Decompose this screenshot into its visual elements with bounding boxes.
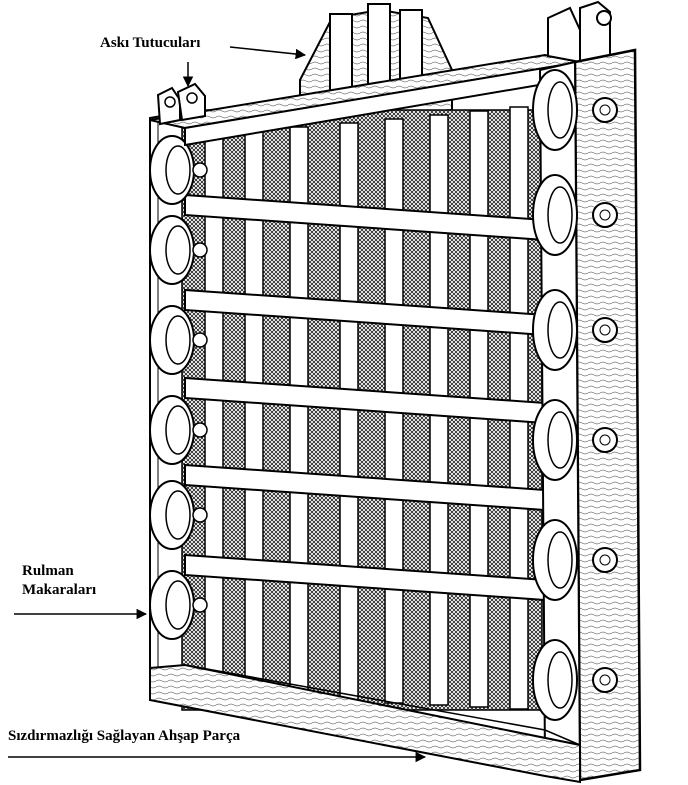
axle-bolt-icon [192,597,208,613]
axle-bolt-center [599,434,611,446]
axle-bolt-icon [192,332,208,348]
label-bearing-rollers-1: Rulman [22,563,74,579]
bearing-roller-hub [165,315,191,365]
left-bearing-rollers [149,135,208,640]
label-bearing-rollers-2: Makaraları [22,582,96,598]
axle-bolt-center [599,324,611,336]
axle-bolt-icon [192,422,208,438]
bearing-roller-hub [165,225,191,275]
hanger-holder-left [156,82,206,126]
label-wooden-seal-piece: Sızdırmazlığı Sağlayan Ahşap Parça [8,728,241,744]
axle-bolt-icon [192,507,208,523]
bearing-roller-hub [165,580,191,630]
bearing-roller-hub [165,405,191,455]
axle-bolt-center [599,554,611,566]
bearing-roller-hub [547,81,573,139]
bearing-roller-hub [547,301,573,359]
top-beam [149,53,581,147]
hanger-holder-right [547,0,612,64]
right-bearing-rollers [532,69,618,721]
bearing-roller-hub [547,651,573,709]
leader-arrows [8,46,427,763]
bearing-roller-hub [165,490,191,540]
arrow-hanger-holders-right [229,46,307,60]
axle-bolt-icon [192,162,208,178]
vertical-slat [204,134,224,696]
axle-bolt-icon [192,242,208,258]
axle-bolt-center [599,104,611,116]
wooden-seal-piece [149,663,581,784]
axle-bolt-center [599,209,611,221]
axle-bolt-center [599,674,611,686]
bearing-roller-hub [165,145,191,195]
bearing-roller-hub [547,531,573,589]
bearing-roller-hub [547,186,573,244]
bearing-roller-hub [547,411,573,469]
horizontal-beams [184,193,546,602]
label-hanger-holders: Askı Tutucuları [100,35,200,51]
